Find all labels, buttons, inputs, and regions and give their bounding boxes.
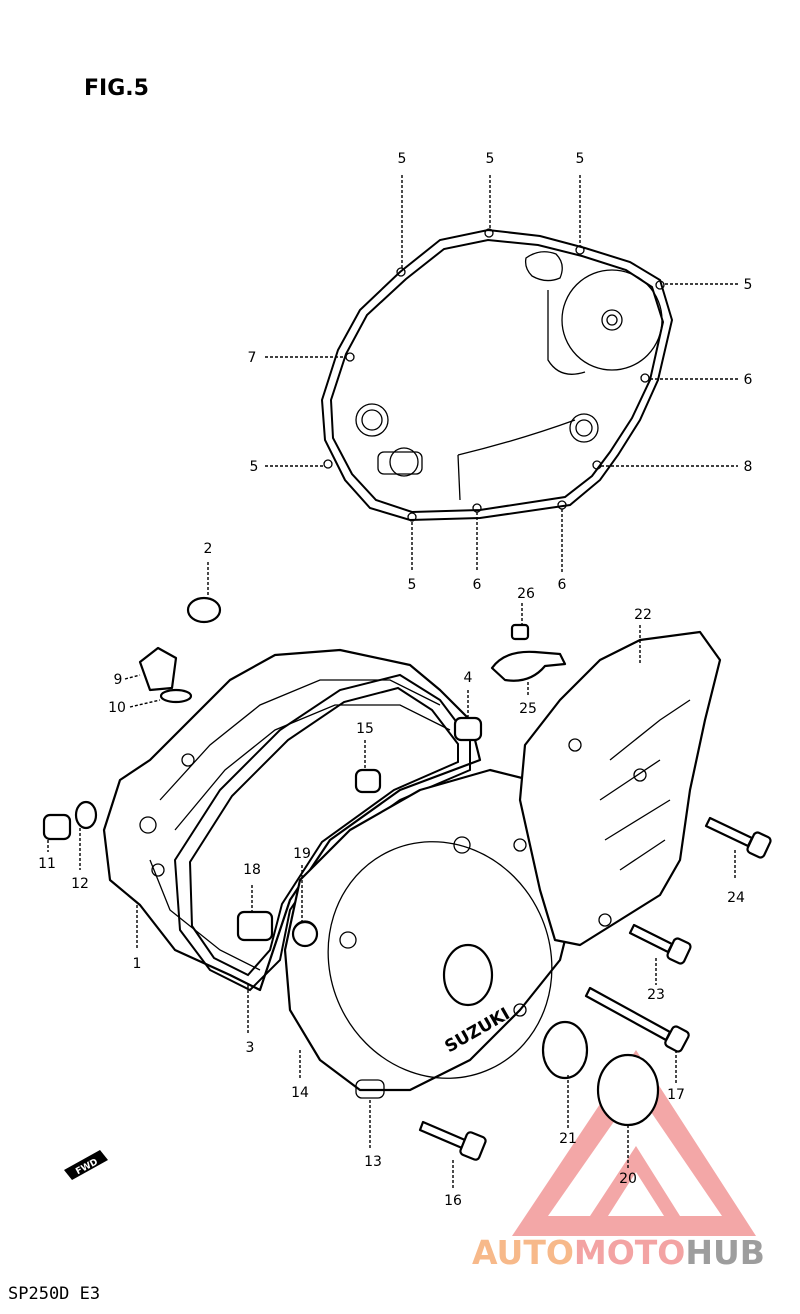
figure-title: FIG.5 bbox=[84, 76, 149, 101]
bolt-24 bbox=[704, 816, 772, 859]
callout-10: 10 bbox=[108, 700, 126, 716]
callout-20: 20 bbox=[619, 1171, 637, 1187]
watermark-logo: AUTOMOTOHUB bbox=[472, 1233, 765, 1272]
dowel-pin-15 bbox=[354, 768, 382, 794]
callout-9: 9 bbox=[114, 672, 123, 688]
callout-19: 19 bbox=[293, 846, 311, 862]
callout-6: 6 bbox=[473, 577, 482, 593]
clamp-25 bbox=[490, 650, 567, 682]
o-ring-19 bbox=[291, 920, 319, 948]
callout-14: 14 bbox=[291, 1085, 309, 1101]
crankcase-cover bbox=[102, 648, 482, 992]
callout-17: 17 bbox=[667, 1087, 685, 1103]
callout-11: 11 bbox=[38, 856, 56, 872]
callout-5: 5 bbox=[250, 459, 259, 475]
bolt-26 bbox=[510, 623, 530, 641]
callout-7: 7 bbox=[248, 350, 257, 366]
callout-2: 2 bbox=[204, 541, 213, 557]
callout-5: 5 bbox=[576, 151, 585, 167]
drain-plug-11 bbox=[42, 813, 72, 841]
leader-lines bbox=[47, 175, 738, 1188]
bolt-23 bbox=[628, 923, 692, 965]
crankcase-cover-gasket bbox=[320, 228, 674, 522]
callout-21: 21 bbox=[559, 1131, 577, 1147]
callout-5: 5 bbox=[486, 151, 495, 167]
dowel-pin-4 bbox=[453, 716, 483, 742]
callout-5: 5 bbox=[398, 151, 407, 167]
callout-numbers: 5 5 5 5 7 6 5 8 5 6 6 2 9 10 11 12 1 3 1… bbox=[38, 151, 752, 1209]
cap-20 bbox=[596, 1053, 660, 1127]
bolt-17 bbox=[584, 986, 690, 1053]
watermark-moto: MOTO bbox=[573, 1233, 686, 1272]
callout-12: 12 bbox=[71, 876, 89, 892]
callout-18: 18 bbox=[243, 862, 261, 878]
oil-filler-plug-18 bbox=[236, 910, 274, 942]
callout-26: 26 bbox=[517, 586, 535, 602]
callout-16: 16 bbox=[444, 1193, 462, 1209]
gasket-12 bbox=[74, 800, 98, 830]
watermark-triangle bbox=[512, 1050, 756, 1236]
forward-arrow-icon: FWD bbox=[64, 1150, 108, 1180]
callout-6: 6 bbox=[744, 372, 753, 388]
callout-8: 8 bbox=[744, 459, 753, 475]
callout-5: 5 bbox=[408, 577, 417, 593]
oil-filler-cap-9 bbox=[138, 646, 178, 692]
callout-1: 1 bbox=[133, 956, 142, 972]
bolt-16 bbox=[418, 1120, 487, 1161]
sprocket-cover bbox=[518, 630, 722, 947]
callout-25: 25 bbox=[519, 701, 537, 717]
callout-4: 4 bbox=[464, 670, 473, 686]
callout-5: 5 bbox=[744, 277, 753, 293]
callout-24: 24 bbox=[727, 890, 745, 906]
watermark-hub: HUB bbox=[685, 1233, 765, 1272]
o-ring-21 bbox=[541, 1020, 589, 1080]
o-ring-10 bbox=[159, 688, 193, 704]
oil-seal-2 bbox=[186, 596, 222, 624]
watermark-auto: AUTO bbox=[472, 1233, 574, 1272]
callout-3: 3 bbox=[246, 1040, 255, 1056]
callout-6: 6 bbox=[558, 577, 567, 593]
callout-23: 23 bbox=[647, 987, 665, 1003]
callout-15: 15 bbox=[356, 721, 374, 737]
callout-22: 22 bbox=[634, 607, 652, 623]
model-code: SP250D E3 bbox=[8, 1284, 101, 1304]
callout-13: 13 bbox=[364, 1154, 382, 1170]
